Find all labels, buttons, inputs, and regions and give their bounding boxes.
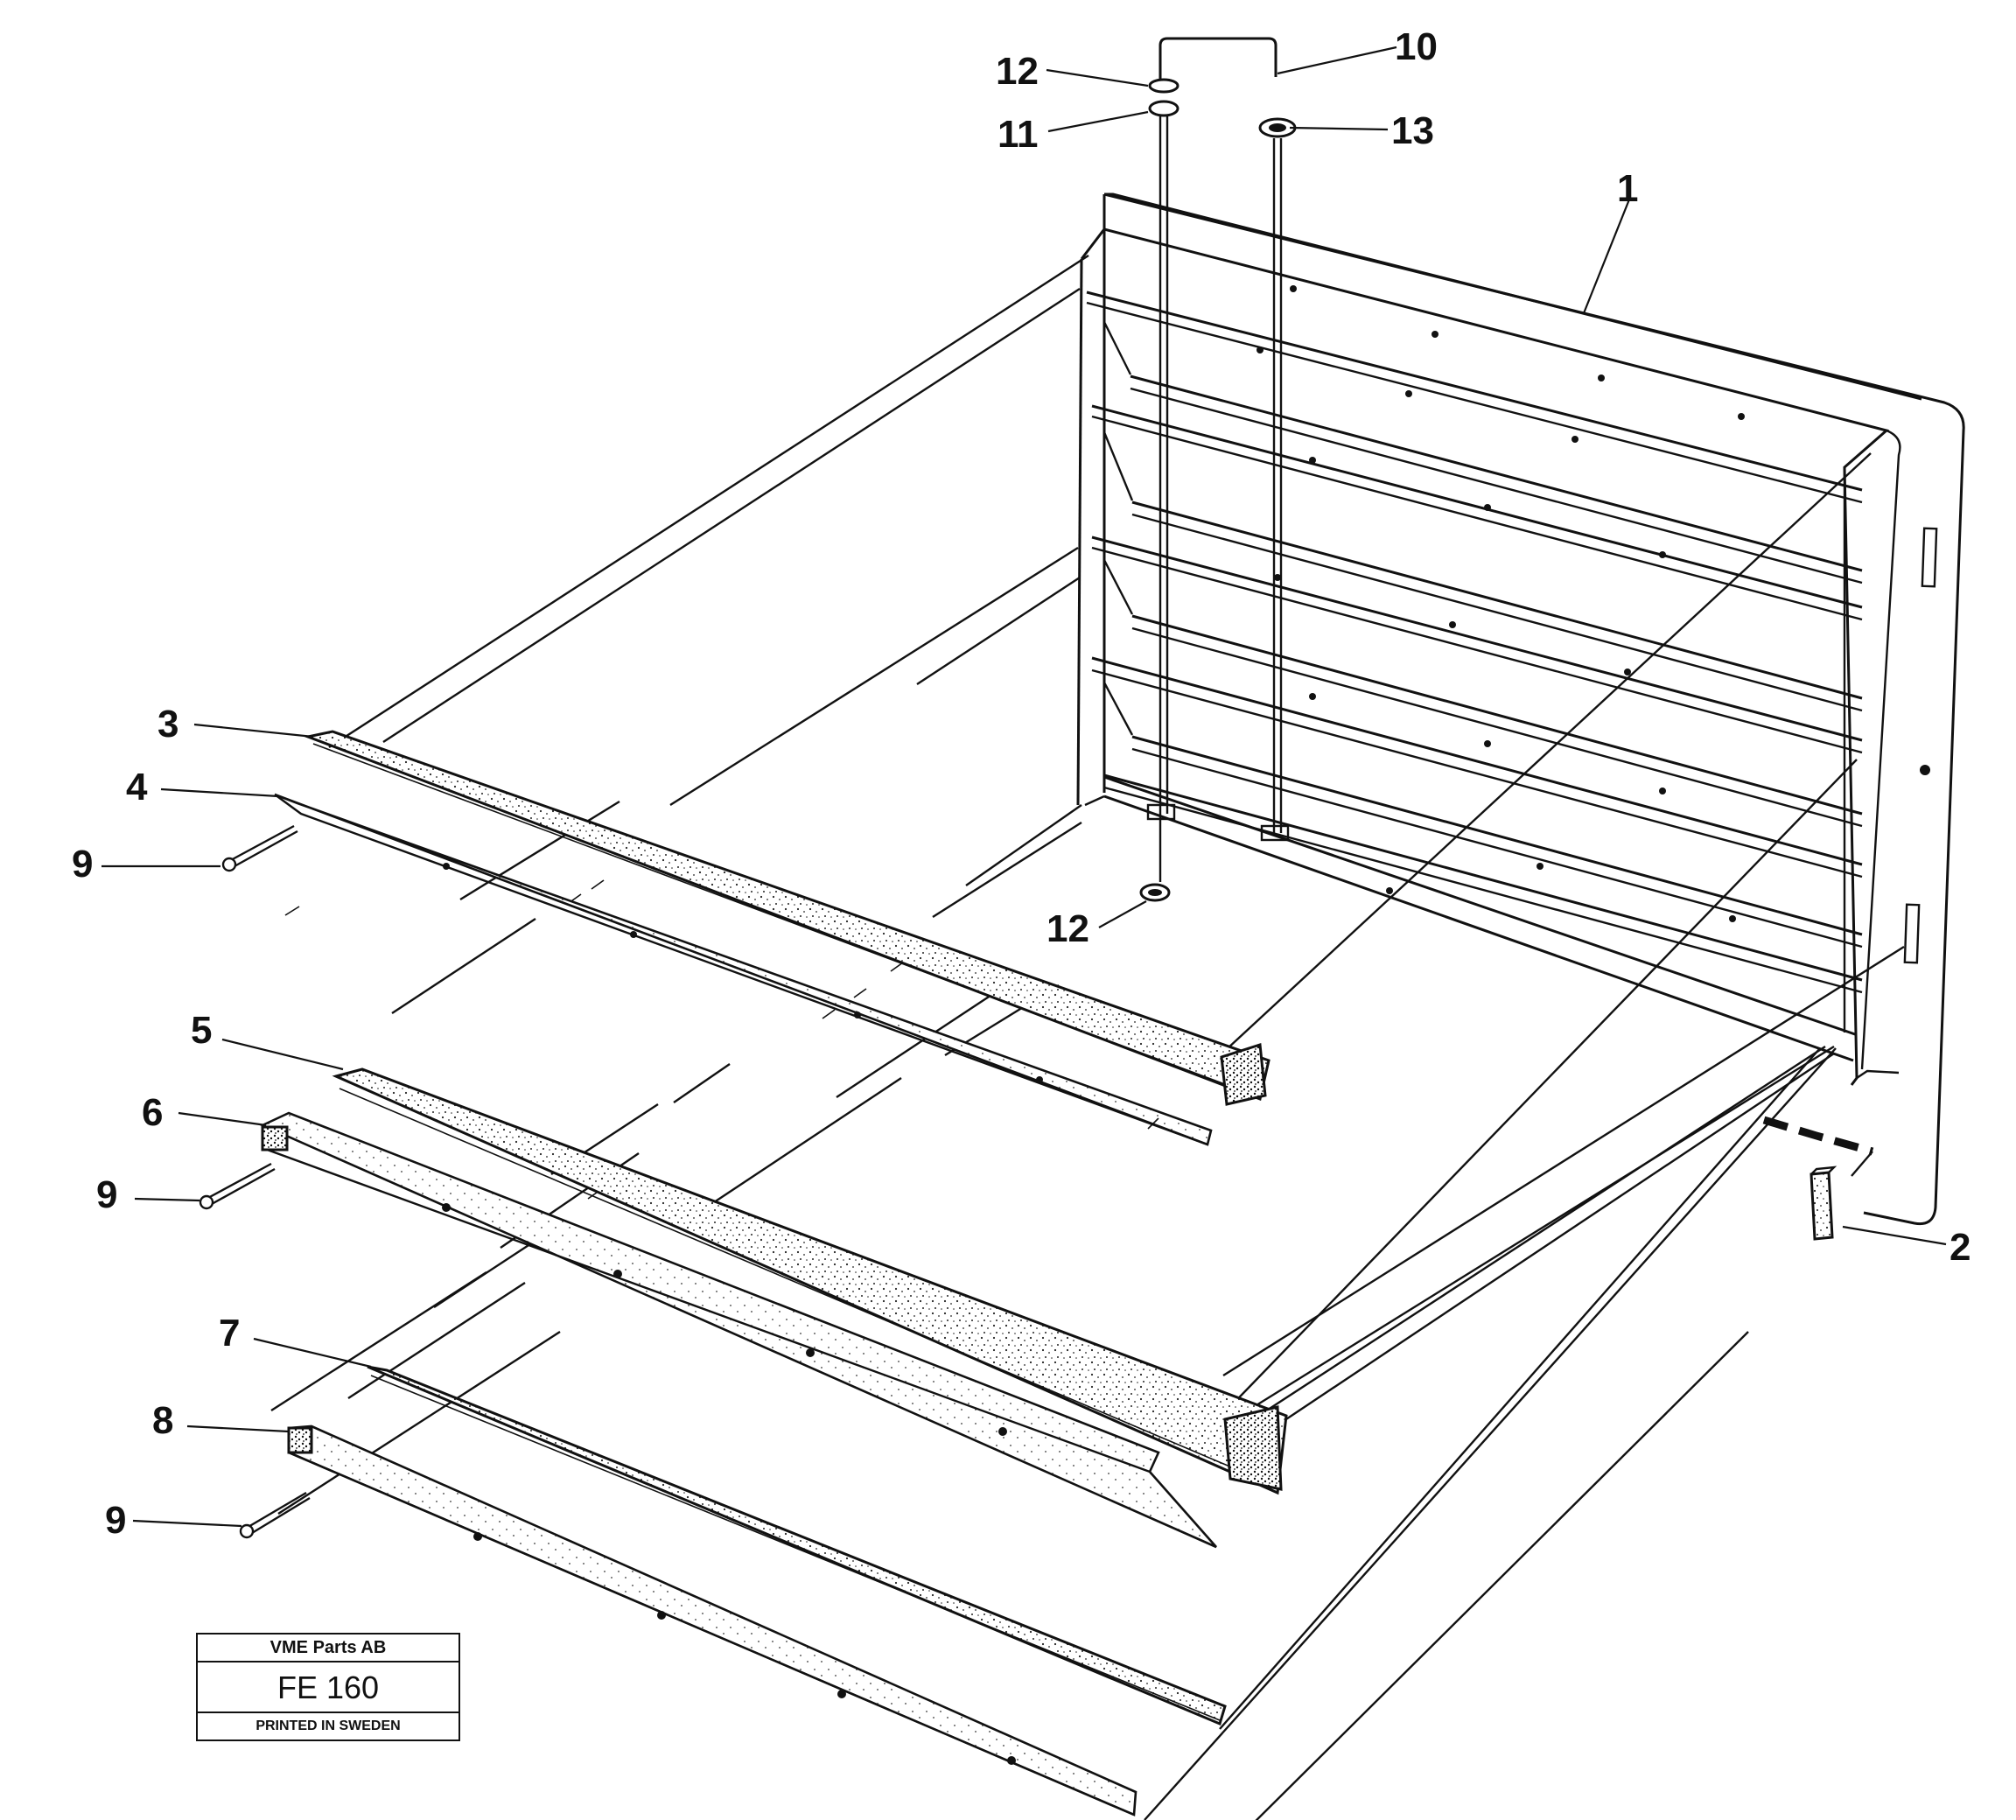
frame-slats xyxy=(1086,290,1863,994)
beam-3-endface xyxy=(1220,1043,1267,1106)
callout-12-lower: 12 xyxy=(1046,907,1089,950)
angle-4 xyxy=(274,793,1213,1146)
drawing-code: FE 160 xyxy=(198,1662,458,1713)
back-wall-frame xyxy=(1076,192,1965,1226)
leader-lines xyxy=(102,46,1947,1528)
rod-bracket-right xyxy=(1260,824,1290,842)
angle-8-endface xyxy=(287,1426,313,1454)
frame-rivets xyxy=(1256,285,1930,922)
callout-10: 10 xyxy=(1395,25,1438,68)
callout-6: 6 xyxy=(142,1091,163,1134)
callout-labels: 1 2 3 4 5 6 7 8 9 9 9 10 11 12 12 13 xyxy=(72,25,1970,1542)
callout-2: 2 xyxy=(1950,1226,1970,1269)
callout-3: 3 xyxy=(158,703,178,746)
frame-slot-upper xyxy=(1921,527,1938,588)
callout-1: 1 xyxy=(1617,167,1638,210)
bolt-9a xyxy=(221,824,298,872)
angle-6-endface xyxy=(261,1125,289,1152)
callout-8: 8 xyxy=(152,1399,173,1442)
beam-5 xyxy=(332,1068,1288,1495)
rod-bracket-left xyxy=(1146,803,1176,821)
beam-7 xyxy=(367,1365,1227,1726)
side-frame-lines xyxy=(270,254,1905,1820)
washer-icon xyxy=(1148,78,1180,94)
beam-3 xyxy=(303,730,1270,1106)
callout-9-top: 9 xyxy=(72,843,93,886)
bolt-9c xyxy=(239,1491,311,1539)
angle-6 xyxy=(259,1111,1217,1549)
callout-11: 11 xyxy=(998,113,1039,156)
bolt-9b xyxy=(199,1162,276,1210)
company-name: VME Parts AB xyxy=(198,1634,458,1662)
callout-9-middle: 9 xyxy=(96,1173,117,1216)
callout-9-bottom: 9 xyxy=(105,1499,126,1542)
lifting-rod-assembly xyxy=(1139,37,1297,902)
callout-12-top: 12 xyxy=(996,50,1039,93)
angle-8 xyxy=(287,1424,1138,1816)
nut-icon xyxy=(1148,100,1180,117)
title-block: VME Parts AB FE 160 PRINTED IN SWEDEN xyxy=(196,1633,460,1741)
callout-7: 7 xyxy=(219,1312,240,1354)
callout-13: 13 xyxy=(1391,109,1434,152)
beam-5-endface xyxy=(1223,1405,1283,1491)
frame-slot-lower xyxy=(1903,903,1921,964)
callout-5: 5 xyxy=(191,1009,212,1052)
part-2-block xyxy=(1762,1116,1874,1241)
callout-4: 4 xyxy=(126,766,148,808)
printed-note: PRINTED IN SWEDEN xyxy=(256,1718,401,1733)
